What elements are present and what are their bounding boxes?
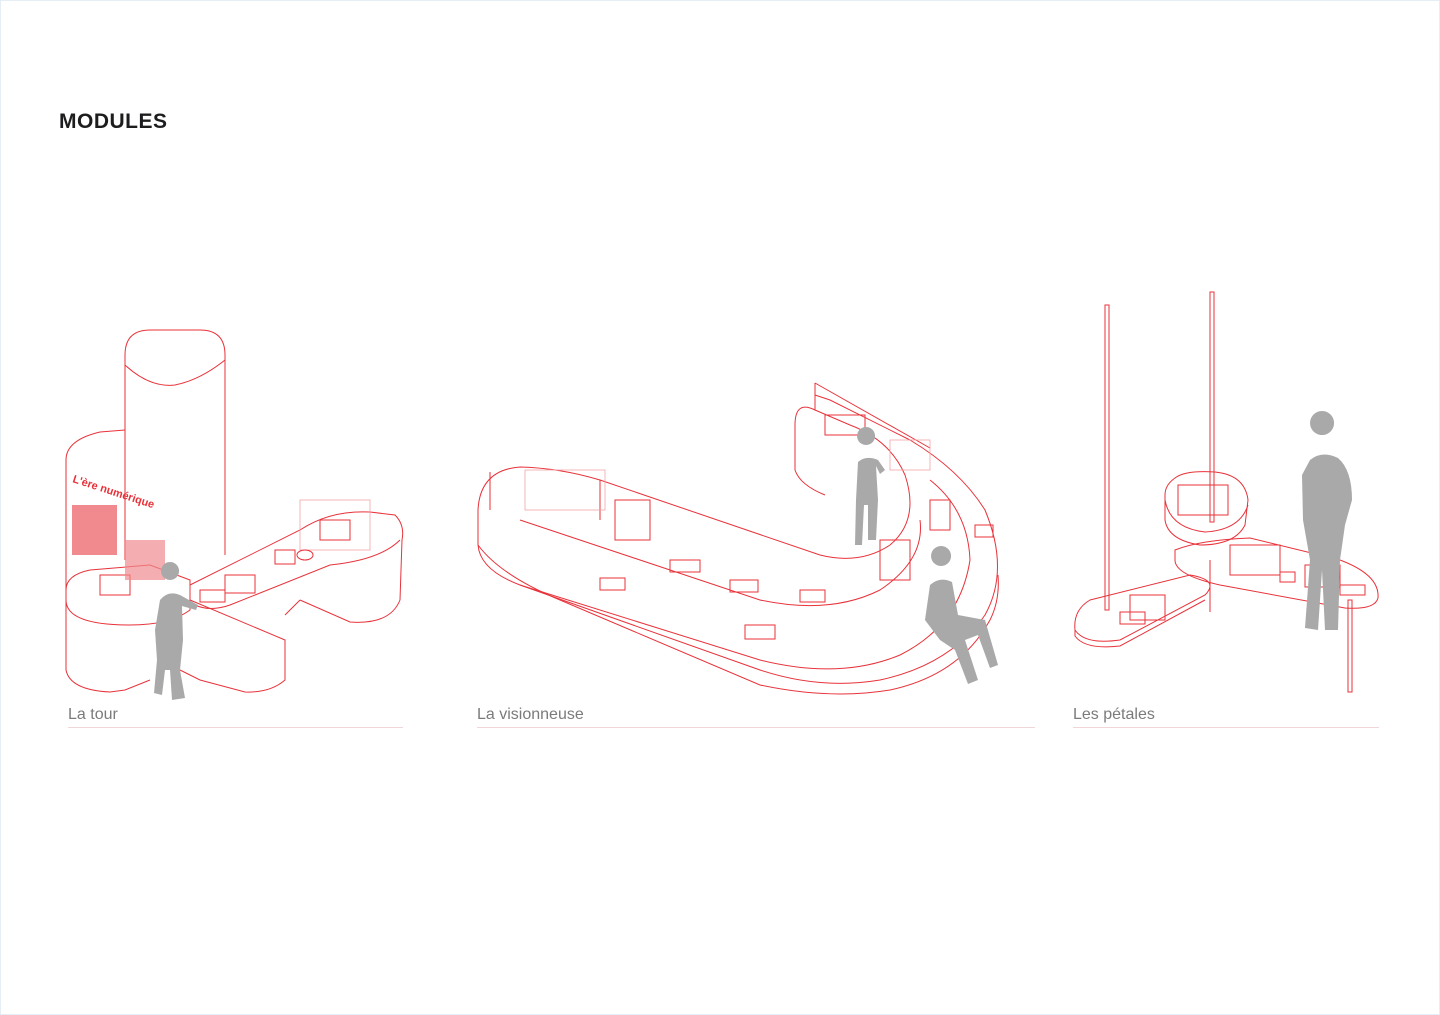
module-caption-la-visionneuse: La visionneuse: [477, 706, 1035, 728]
person-silhouette-icon: [154, 562, 198, 700]
person-standing-silhouette-icon: [1302, 411, 1352, 630]
petales-module-drawing: [1074, 291, 1379, 693]
person-sitting-silhouette-icon: [925, 546, 998, 684]
tower-module-drawing: L'ère numérique: [65, 329, 404, 700]
visionneuse-module-drawing: [477, 382, 999, 695]
page-title: MODULES: [59, 110, 168, 133]
tower-poster-graphic: L'ère numérique: [71, 473, 165, 580]
module-caption-la-tour: La tour: [68, 706, 403, 728]
module-caption-les-petales: Les pétales: [1073, 706, 1379, 728]
person-standing-silhouette-icon: [855, 427, 885, 545]
